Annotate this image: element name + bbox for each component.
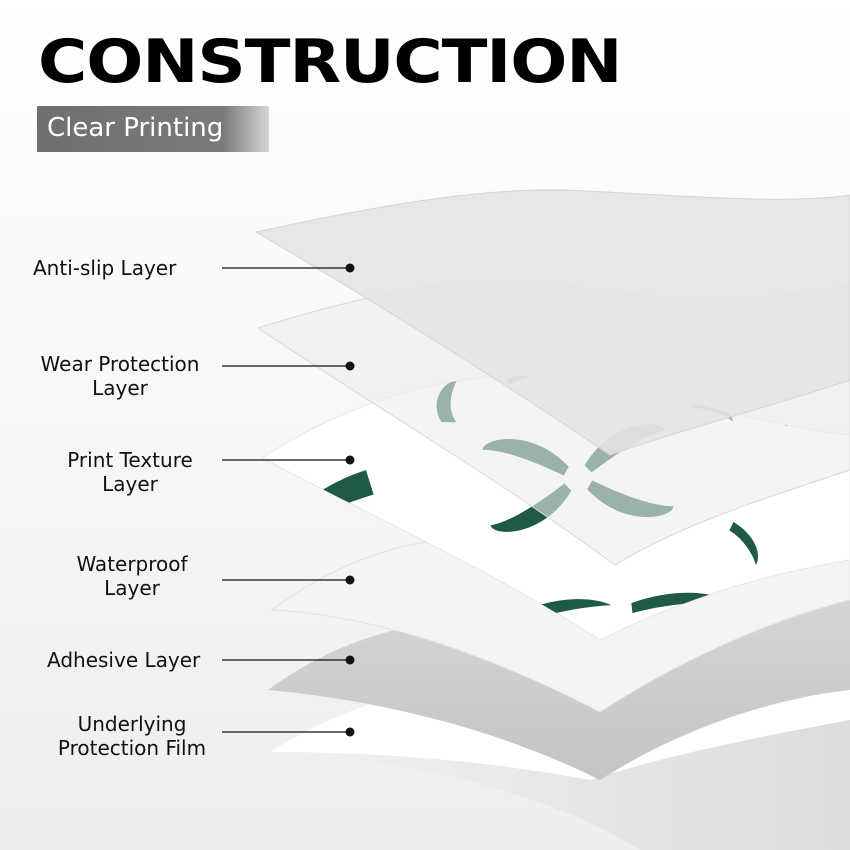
label-line1: Print Texture (67, 448, 193, 472)
pointer-dot-waterproof (345, 575, 355, 585)
pointer-dot-wear-protection (345, 361, 355, 371)
label-waterproof-layer: Waterproof Layer (68, 552, 196, 600)
label-line1: Wear Protection (40, 352, 200, 376)
pointer-dot-adhesive (345, 655, 355, 665)
label-line2: Layer (92, 376, 148, 400)
pointer-dot-print-texture (345, 455, 355, 465)
label-wear-protection-layer: Wear Protection Layer (32, 352, 208, 400)
label-line1: Waterproof (76, 552, 188, 576)
page-title: CONSTRUCTION (38, 27, 622, 97)
label-underlying-protection-film: Underlying Protection Film (49, 712, 215, 760)
label-anti-slip-layer: Anti-slip Layer (33, 256, 176, 280)
label-line1: Anti-slip Layer (33, 256, 177, 280)
pointer-dot-anti-slip (345, 263, 355, 273)
label-adhesive-layer: Adhesive Layer (47, 648, 200, 672)
subtitle-banner (37, 106, 269, 152)
subtitle: Clear Printing (47, 113, 224, 143)
label-print-texture-layer: Print Texture Layer (59, 448, 201, 496)
label-line2: Layer (104, 576, 160, 600)
pointer-dot-underlying-film (345, 727, 355, 737)
label-line2: Protection Film (57, 736, 207, 760)
label-line1: Underlying (77, 712, 187, 736)
pointer-lines (222, 263, 355, 737)
label-line1: Adhesive Layer (47, 648, 201, 672)
label-line2: Layer (102, 472, 158, 496)
